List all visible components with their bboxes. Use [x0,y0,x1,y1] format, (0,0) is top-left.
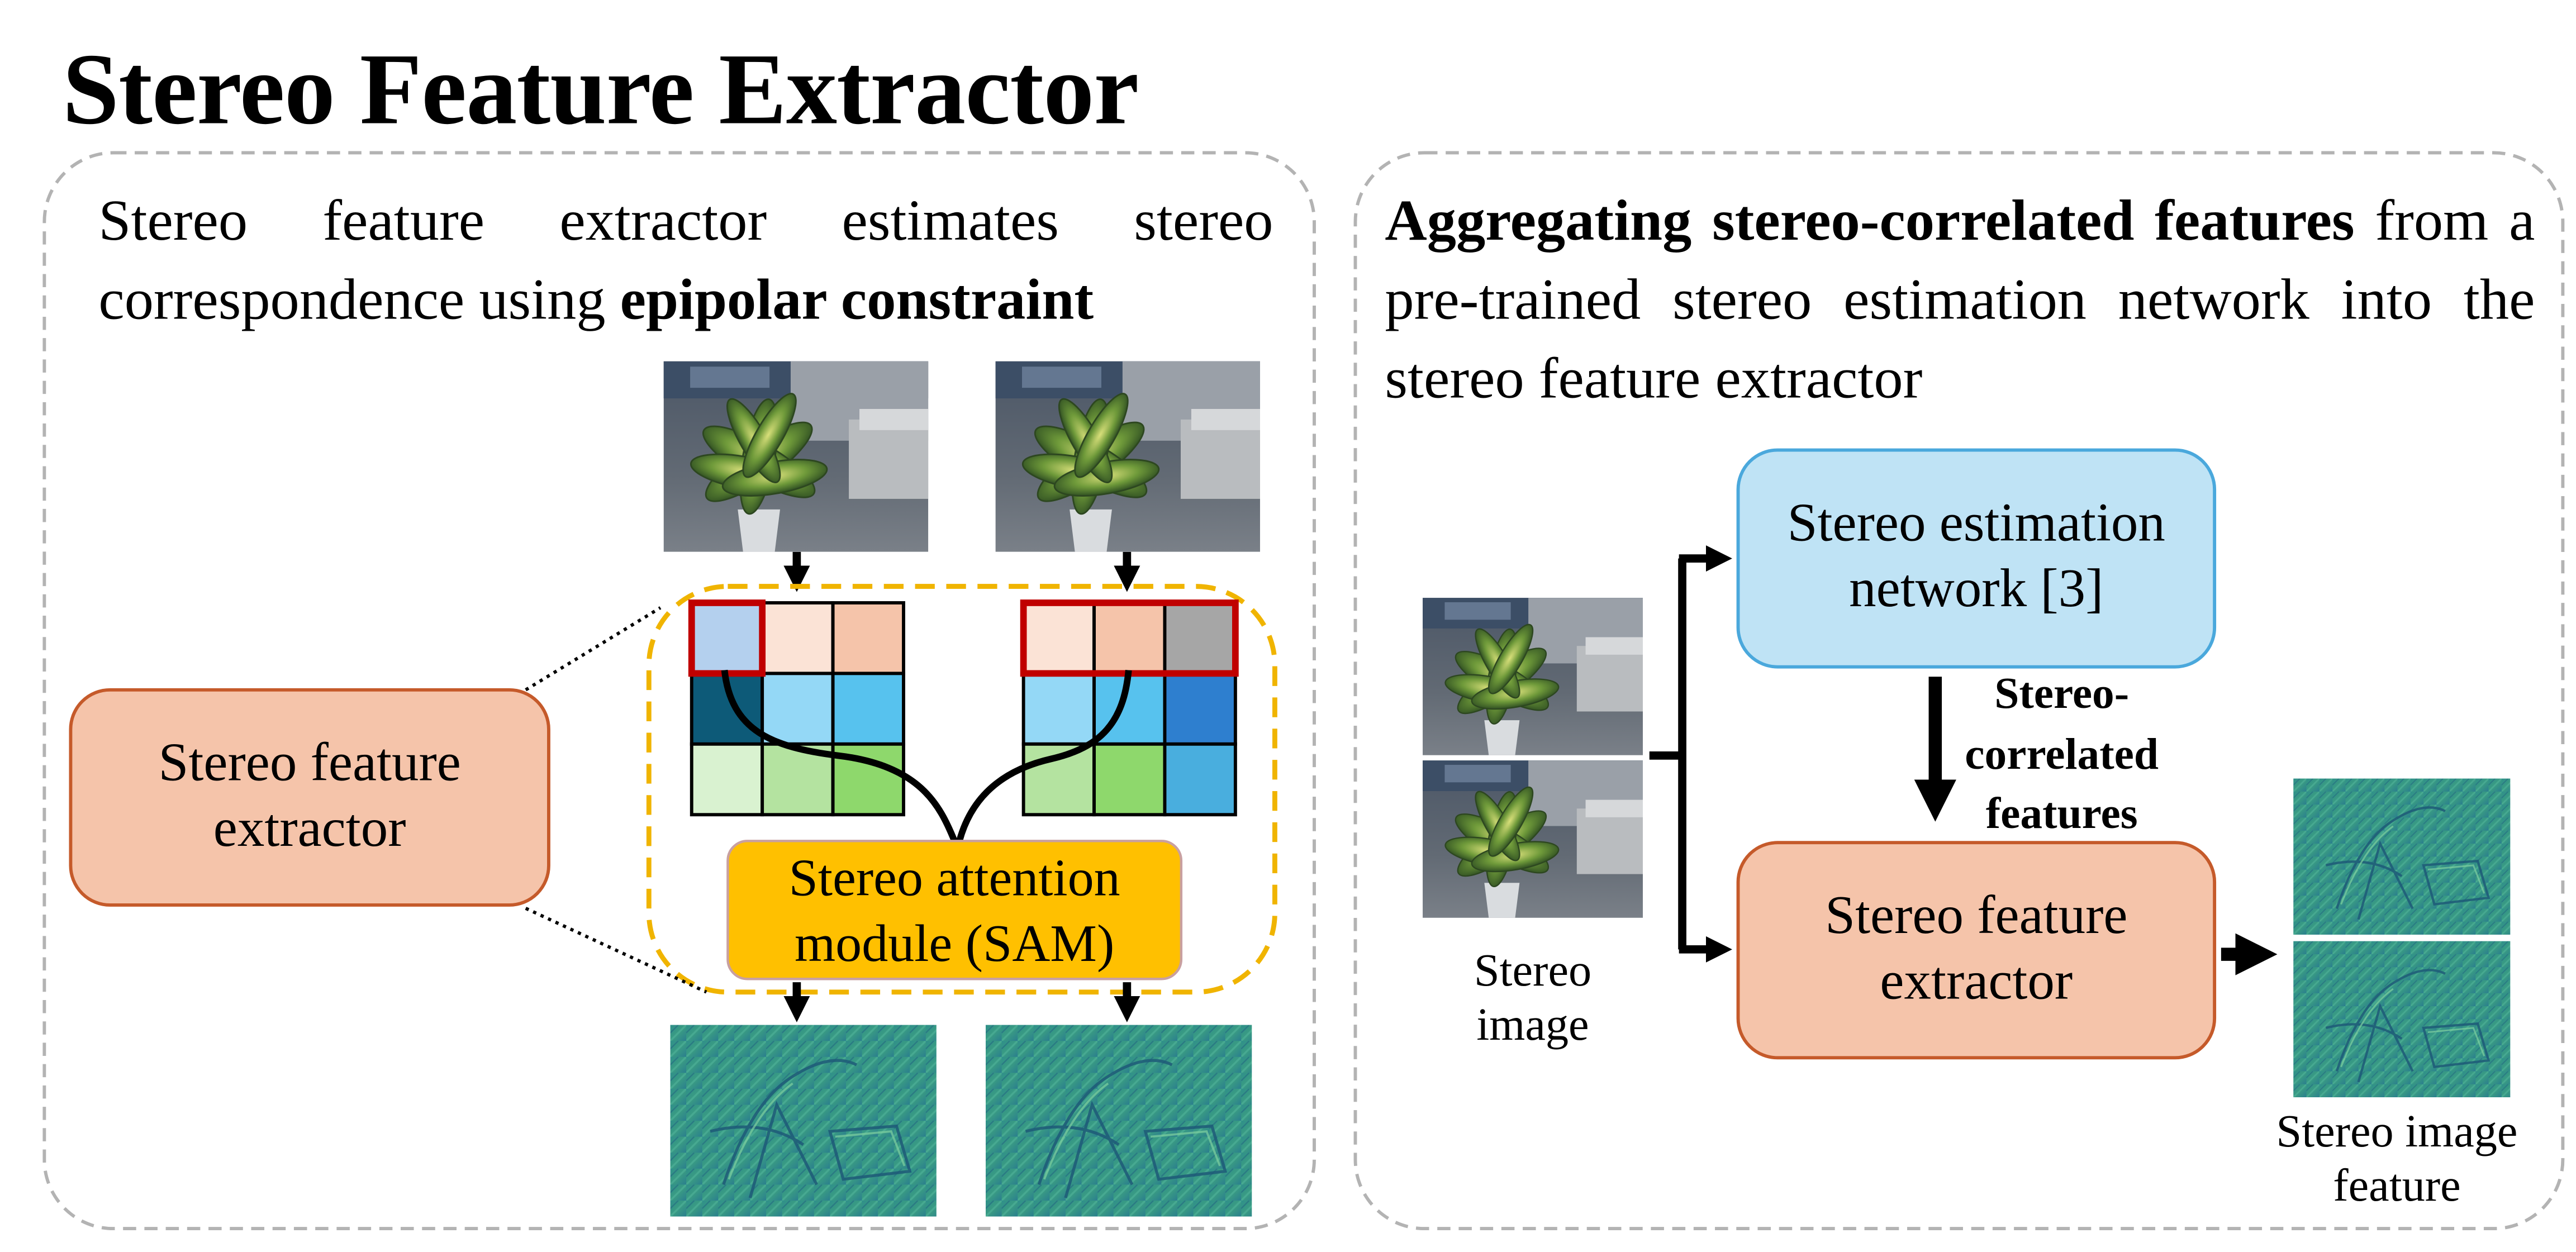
extractor-box-label: Stereo feature extractor [70,690,549,905]
sam-label-line2: module (SAM) [794,913,1115,973]
curve-right-to-sam [956,669,1132,842]
sam-region-outline [646,584,1277,995]
extractor-label-line1: Stereo feature [158,734,461,793]
zoom-line-top [525,606,662,692]
right-description-bold: Aggregating stereo-correlated features [1385,187,2355,253]
estimation-box-label: Stereo estimation network [3] [1738,450,2215,667]
right-extractor-box [1736,841,2217,1060]
input-label-line2: image [1476,999,1589,1051]
correlated-line3: features [1985,789,2138,839]
sam-label-line1: Stereo attention [788,848,1120,907]
input-stereo-image-top [1422,597,1644,756]
output-label-line1: Stereo image [2276,1107,2518,1158]
left-description-text: Stereo feature extractor estimates stere… [98,187,1273,332]
input-stereo-image-bottom [1422,760,1644,918]
input-label-line1: Stereo [1474,946,1592,997]
correlated-features-label: Stereo- correlated features [1938,664,2185,845]
estimation-network-box [1736,448,2217,669]
left-feature-map [671,1025,937,1217]
extractor-box [69,688,550,907]
right-panel [1353,151,2565,1231]
right-extractor-line1: Stereo feature [1825,887,2128,946]
extractor-label-line2: extractor [213,799,406,859]
right-extractor-box-label: Stereo feature extractor [1738,842,2215,1058]
estimation-label-line1: Stereo estimation [1787,495,2165,554]
sam-box [726,840,1183,980]
zoom-line-bottom [525,907,707,994]
left-feature-grid [690,601,905,817]
output-feature-map-bottom [2293,941,2510,1097]
left-panel [42,151,1316,1231]
left-description: Stereo feature extractor estimates stere… [98,180,1273,338]
input-bracket [1649,558,1686,950]
right-stereo-image [995,360,1261,553]
sam-box-label: Stereo attention module (SAM) [728,841,1181,979]
output-feature-label: Stereo image feature [2242,1107,2551,1215]
correlated-line2: correlated [1965,729,2159,778]
curve-left-to-sam [721,669,958,842]
page-title: Stereo Feature Extractor [62,34,1139,146]
left-description-bold: epipolar constraint [620,266,1094,332]
output-feature-map-top [2293,779,2510,935]
right-feature-map [986,1025,1252,1217]
right-feature-grid [1021,601,1237,817]
right-description-text: from a pre-trained stereo estimation net… [1385,187,2535,411]
correlated-line1: Stereo- [1994,668,2130,718]
estimation-label-line2: network [3] [1849,560,2104,620]
right-description: Aggregating stereo-correlated features f… [1385,180,2535,417]
left-stereo-image [663,360,929,553]
output-label-line2: feature [2333,1160,2461,1212]
right-extractor-line2: extractor [1880,951,2073,1011]
input-image-label: Stereo image [1423,946,1643,1054]
